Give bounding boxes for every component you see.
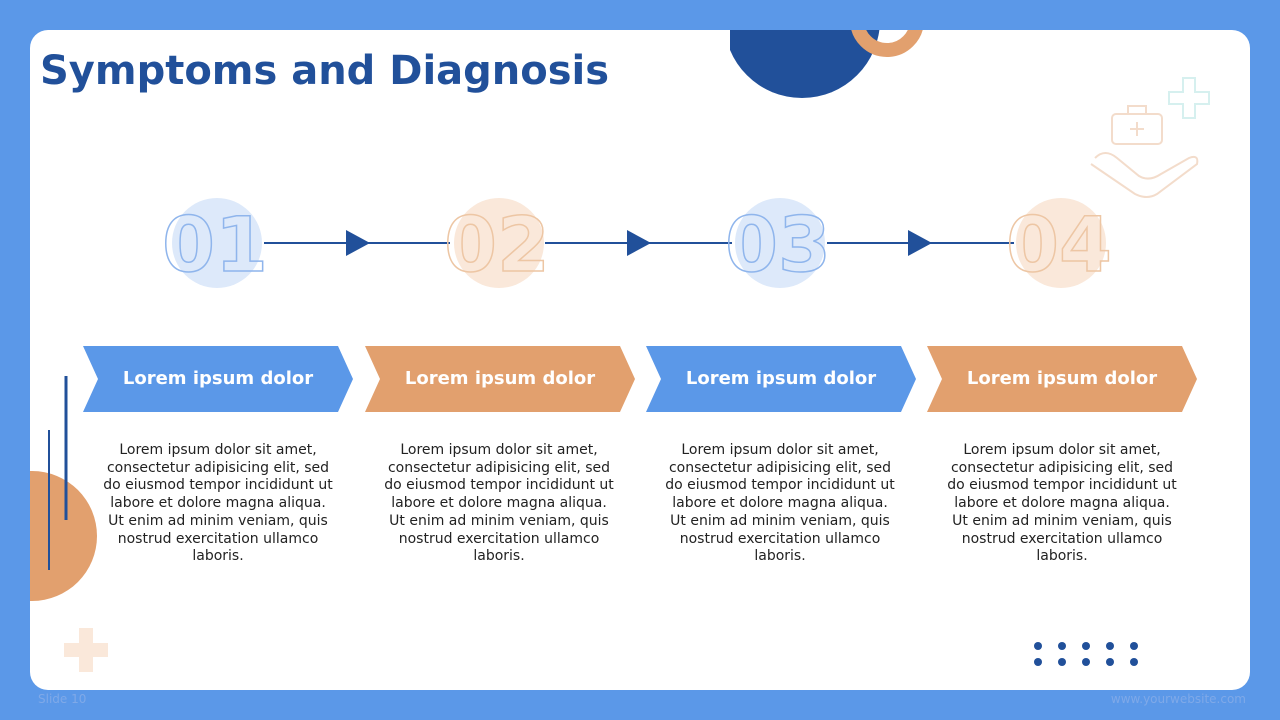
step-label-4: Lorem ipsum dolor: [966, 368, 1158, 389]
dots-decoration: [1034, 642, 1144, 672]
website-link[interactable]: www.yourwebsite.com: [1110, 692, 1246, 706]
top-circle-decoration: [730, 30, 923, 98]
step-number-1: 01: [161, 199, 268, 290]
step-number-4: 04: [1005, 199, 1112, 290]
left-circle-decoration: [30, 376, 97, 601]
step-chevron-4: Lorem ipsum dolor: [927, 346, 1197, 412]
step-description-4: Lorem ipsum dolor sit amet, consectetur …: [947, 442, 1177, 565]
medical-kit-hand-icon: [1090, 77, 1210, 198]
page-title: Symptoms and Diagnosis: [40, 48, 610, 94]
step-label-3: Lorem ipsum dolor: [685, 368, 877, 389]
step-label-2: Lorem ipsum dolor: [404, 368, 596, 389]
step-description-1: Lorem ipsum dolor sit amet, consectetur …: [103, 442, 333, 565]
plus-icon: [64, 628, 108, 672]
step-chevron-2: Lorem ipsum dolor: [365, 346, 635, 412]
timeline: 01 02 03 04: [30, 30, 1250, 330]
slide-card: Symptoms and Diagnosis: [30, 30, 1250, 690]
step-description-3: Lorem ipsum dolor sit amet, consectetur …: [665, 442, 895, 565]
step-chevron-3: Lorem ipsum dolor: [646, 346, 916, 412]
step-label-1: Lorem ipsum dolor: [122, 368, 314, 389]
slide-number: Slide 10: [38, 692, 87, 706]
step-chevron-1: Lorem ipsum dolor: [83, 346, 353, 412]
timeline-connectors: [172, 198, 1106, 288]
step-description-2: Lorem ipsum dolor sit amet, consectetur …: [384, 442, 614, 565]
step-number-3: 03: [724, 199, 831, 290]
step-number-2: 02: [443, 199, 550, 290]
